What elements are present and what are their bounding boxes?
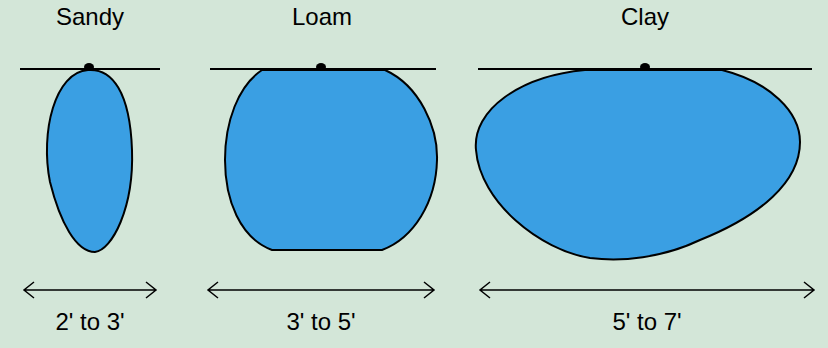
drip-emitter (84, 63, 94, 71)
soil-type-label: Sandy (56, 4, 124, 30)
drip-emitter (640, 63, 650, 71)
width-dimension: 5' to 7' (612, 309, 681, 335)
loam-wetted-zone (225, 70, 437, 250)
soil-type-label: Clay (621, 4, 669, 30)
clay-wetted-zone (476, 70, 800, 259)
width-dimension: 2' to 3' (55, 309, 124, 335)
drip-emitter (316, 63, 326, 71)
width-arrow (24, 282, 156, 298)
soil-type-label: Loam (292, 4, 352, 30)
width-arrow (208, 282, 434, 298)
sandy-wetted-zone (47, 70, 132, 252)
width-arrow (480, 282, 814, 298)
width-dimension: 3' to 5' (286, 309, 355, 335)
